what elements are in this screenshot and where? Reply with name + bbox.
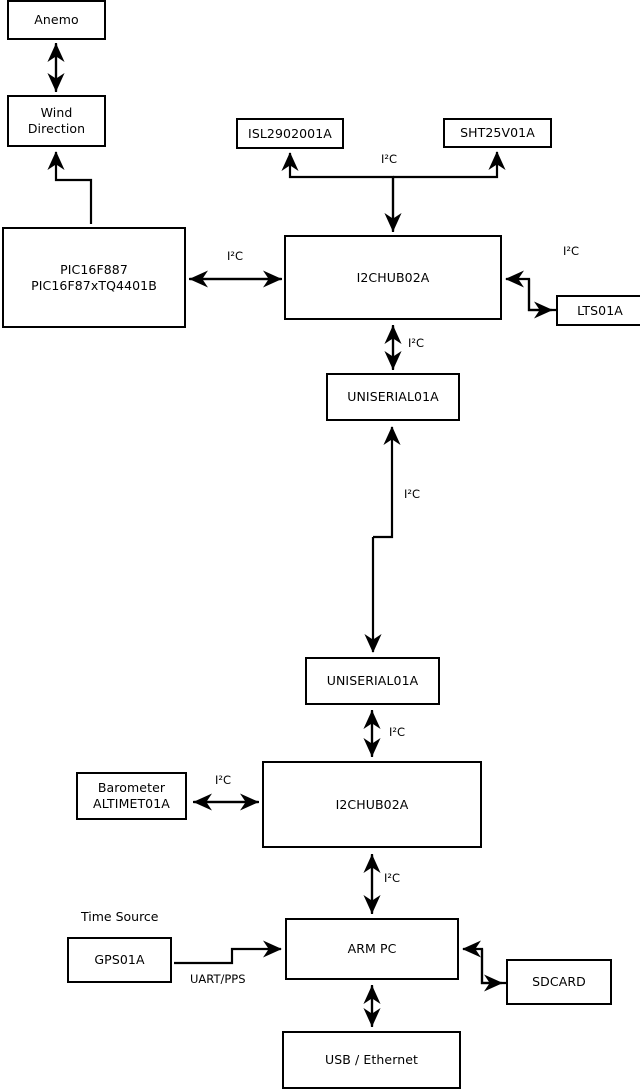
node-usb-ethernet-label: USB / Ethernet	[324, 1052, 419, 1068]
node-arm-pc-label: ARM PC	[347, 941, 397, 957]
label-time-source: Time Source	[81, 909, 159, 924]
edge-pic-wind	[47, 151, 93, 224]
edge-gps-armpc	[174, 940, 282, 965]
node-isl2902001a[interactable]: ISL2902001A	[236, 118, 344, 149]
node-i2chub02a-bottom[interactable]: I2CHUB02A	[262, 761, 482, 848]
edge-label-uart-pps: UART/PPS	[190, 972, 246, 986]
edge-label-i2c-uni-uni: I²C	[404, 487, 421, 501]
node-arm-pc[interactable]: ARM PC	[285, 918, 459, 980]
node-pic-microcontroller[interactable]: PIC16F887 PIC16F87xTQ4401B	[2, 227, 186, 328]
node-sdcard[interactable]: SDCARD	[506, 959, 612, 1005]
node-sht25v01a-label: SHT25V01A	[460, 125, 535, 141]
node-anemo[interactable]: Anemo	[7, 0, 106, 40]
node-gps01a[interactable]: GPS01A	[67, 937, 172, 983]
edge-label-i2c-hub2-arm: I²C	[384, 871, 401, 885]
node-i2chub02a-top-label: I2CHUB02A	[356, 269, 430, 285]
node-uniserial01a-top[interactable]: UNISERIAL01A	[326, 373, 460, 421]
node-wind-direction[interactable]: Wind Direction	[7, 95, 106, 147]
edge-uniserialtop-uniserialbot	[364, 426, 401, 653]
node-lts01a[interactable]: LTS01A	[556, 295, 640, 326]
node-lts01a-label: LTS01A	[577, 302, 623, 318]
node-sdcard-label: SDCARD	[532, 974, 586, 990]
edge-armpc-sdcard	[462, 940, 512, 992]
node-wind-direction-label: Wind Direction	[27, 105, 86, 136]
edge-label-i2c-uni-hub2: I²C	[389, 725, 406, 739]
node-uniserial01a-bottom[interactable]: UNISERIAL01A	[305, 657, 440, 705]
edge-label-i2c-hub-uni: I²C	[408, 336, 425, 350]
node-uniserial01a-top-label: UNISERIAL01A	[347, 389, 439, 405]
node-isl2902001a-label: ISL2902001A	[248, 125, 332, 141]
node-i2chub02a-bottom-label: I2CHUB02A	[335, 796, 409, 812]
node-i2chub02a-top[interactable]: I2CHUB02A	[284, 235, 502, 320]
node-sht25v01a[interactable]: SHT25V01A	[443, 118, 552, 148]
node-barometer-altimet01a[interactable]: Barometer ALTIMET01A	[76, 772, 187, 820]
edge-label-i2c-isl-sht: I²C	[381, 152, 398, 166]
node-anemo-label: Anemo	[34, 12, 79, 28]
node-pic-microcontroller-label: PIC16F887 PIC16F87xTQ4401B	[31, 261, 157, 293]
node-barometer-altimet01a-label: Barometer ALTIMET01A	[93, 780, 170, 811]
node-gps01a-label: GPS01A	[94, 952, 145, 968]
edge-label-i2c-hub-lts: I²C	[563, 244, 580, 258]
node-usb-ethernet[interactable]: USB / Ethernet	[282, 1031, 461, 1089]
edge-label-i2c-pic-hub: I²C	[227, 249, 244, 263]
node-uniserial01a-bottom-label: UNISERIAL01A	[326, 673, 419, 689]
edge-label-i2c-baro-hub2: I²C	[215, 773, 232, 787]
